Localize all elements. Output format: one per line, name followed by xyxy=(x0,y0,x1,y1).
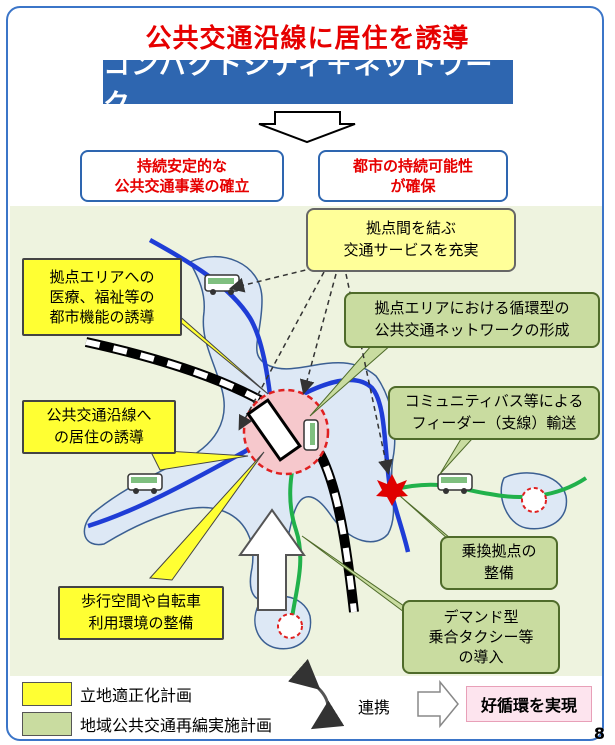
callout-line: 都市機能の誘導 xyxy=(49,308,155,327)
legend-label-green: 地域公共交通再編実施計画 xyxy=(80,716,273,735)
legend-swatch-yellow xyxy=(22,682,72,706)
central-station-icon xyxy=(246,398,302,462)
page-number: 8 xyxy=(593,724,605,743)
callout-line: デマンド型 xyxy=(443,607,519,626)
callout-line: 整備 xyxy=(483,564,514,582)
dashed-pointer xyxy=(345,273,393,475)
callout-line: 拠点間を結ぶ xyxy=(365,219,456,238)
bus-icon xyxy=(303,419,319,451)
callout-line: 歩行空間や自転車 xyxy=(80,592,201,611)
down-arrow-icon xyxy=(258,111,356,144)
callout-link-service: 拠点間を結ぶ交通サービスを充実 xyxy=(306,208,516,272)
transfer-hub-icon xyxy=(376,474,408,506)
suburb-core-right xyxy=(521,487,547,513)
right-arrow-icon xyxy=(417,679,459,729)
callout-line: 医療、福祉等の xyxy=(49,287,155,306)
dashed-pointer xyxy=(238,271,325,431)
callout-pointer xyxy=(149,449,249,471)
callout-line: フィーダー（支線）輸送 xyxy=(411,414,577,432)
result-box: 好循環を実現 xyxy=(466,686,592,722)
link-label: 連携 xyxy=(358,698,391,717)
callout-transfer-hub: 乗換拠点の整備 xyxy=(440,536,558,590)
feeder-line-east xyxy=(391,476,588,499)
callout-demand-taxi: デマンド型乗合タクシー等の導入 xyxy=(402,600,560,674)
callout-line: 拠点エリアにおける循環型の xyxy=(374,299,570,318)
callout-line: の導入 xyxy=(458,648,504,667)
trunk-line-north xyxy=(148,238,275,413)
goal-box-transit-business: 持続安定的な公共交通事業の確立 xyxy=(80,150,284,202)
bus-icon xyxy=(127,473,163,494)
callout-line: 公共交通沿線へ xyxy=(46,406,152,425)
callout-line: の居住の誘導 xyxy=(53,428,144,446)
goal-box-city-sustainability: 都市の持続可能性が確保 xyxy=(318,150,508,202)
link-arrow-icon xyxy=(288,658,345,730)
callout-line: 乗合タクシー等 xyxy=(428,627,534,646)
suburb-core-left xyxy=(277,613,303,639)
callout-circular-network: 拠点エリアにおける循環型の公共交通ネットワークの形成 xyxy=(344,292,600,348)
slide-title: 公共交通沿線に居住を誘導 xyxy=(145,24,470,54)
trunk-line-east xyxy=(290,377,411,553)
goal-text-line: 持続安定的な xyxy=(136,156,227,175)
callout-core-functions: 拠点エリアへの医療、福祉等の都市機能の誘導 xyxy=(22,258,182,336)
dashed-pointer xyxy=(299,273,337,395)
callout-line: 利用環境の整備 xyxy=(88,614,194,632)
callout-feeder: コミュニティバス等によるフィーダー（支線）輸送 xyxy=(388,386,600,440)
callout-line: 乗換拠点の xyxy=(461,542,537,561)
legend-label-yellow: 立地適正化計画 xyxy=(80,686,193,705)
callout-line: コミュニティバス等による xyxy=(404,392,584,411)
goal-text-line: 都市の持続可能性 xyxy=(352,156,473,175)
up-arrow-icon xyxy=(238,508,306,611)
goal-text-line: 公共交通事業の確立 xyxy=(114,177,250,195)
callout-walk-bike: 歩行空間や自転車利用環境の整備 xyxy=(58,586,224,640)
callout-line: 公共交通ネットワークの形成 xyxy=(374,321,570,339)
callout-line: 拠点エリアへの xyxy=(49,267,155,286)
legend-swatch-green xyxy=(22,712,72,736)
callout-residence-along: 公共交通沿線への居住の誘導 xyxy=(22,400,176,454)
bus-icon xyxy=(437,473,473,494)
goal-text-line: が確保 xyxy=(390,177,436,195)
callout-line: 交通サービスを充実 xyxy=(343,241,479,259)
callout-pointer xyxy=(148,451,265,581)
